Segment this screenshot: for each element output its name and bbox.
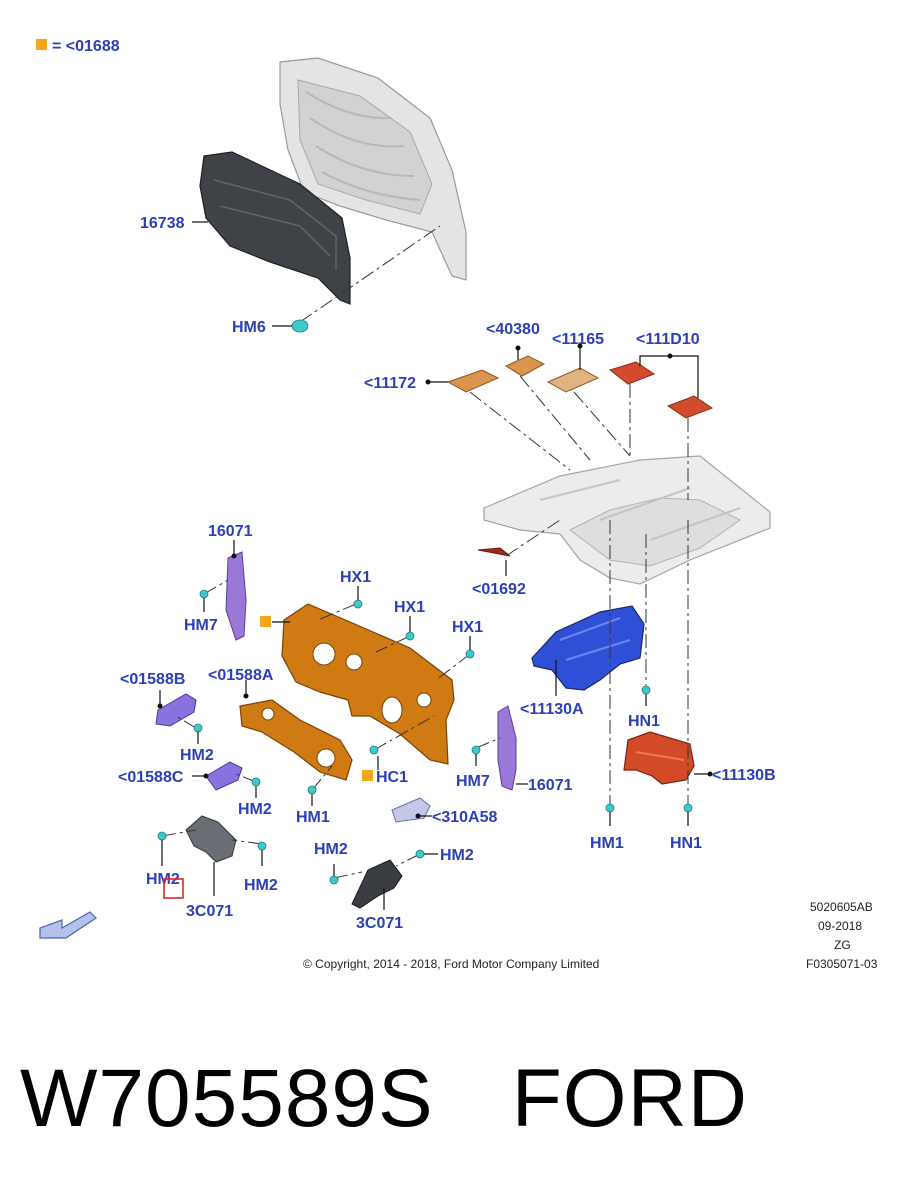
hood-panel [279, 57, 467, 281]
bracket-3c071-left [185, 815, 237, 863]
drawing-ref: F0305071-03 [806, 957, 878, 971]
brace-16071-left [225, 551, 247, 641]
callout-hm2-f: HM2 [440, 847, 474, 864]
bracket-01588b [155, 693, 197, 727]
drawing-code: 5020605AB [810, 900, 873, 914]
callout-11172: <11172 [364, 375, 416, 392]
callout-111d10: <111D10 [636, 331, 700, 348]
callout-hn1-upper: HN1 [628, 713, 660, 730]
callout-01692: <01692 [472, 581, 526, 598]
hood-insulator-16738 [199, 151, 351, 305]
dash-panel [281, 603, 455, 765]
legend-label: = <01688 [52, 38, 120, 55]
callout-hx1-b: HX1 [394, 599, 425, 616]
callout-16071-right: 16071 [528, 777, 573, 794]
callout-hc1: HC1 [376, 769, 408, 786]
legend-marker [36, 39, 47, 50]
dash-panel-marker [260, 616, 271, 627]
parts-diagram: = <01688 16738 HM6 <11172 <40380 <11165 [36, 38, 878, 971]
bracket-01588c [205, 761, 243, 791]
brand-name: FORD [511, 1053, 749, 1144]
floor-pan [483, 455, 771, 585]
pad-111d10 [608, 361, 714, 419]
callout-16071-left: 16071 [208, 523, 253, 540]
bracket-3c071-right [351, 859, 403, 909]
callout-hm2-a: HM2 [180, 747, 214, 764]
bracket-01588a [239, 699, 353, 781]
callout-hm7-right: HM7 [456, 773, 490, 790]
wheelhouse-11130a [531, 605, 645, 691]
hm6-clip [291, 319, 309, 333]
callout-hx1-a: HX1 [340, 569, 371, 586]
callout-11165: <11165 [552, 331, 604, 348]
callout-hm6: HM6 [232, 319, 266, 336]
callout-hm1-left: HM1 [296, 809, 330, 826]
part-number: W705589S [20, 1053, 434, 1144]
callout-3c071-left: 3C071 [186, 903, 233, 920]
pad-40380 [504, 355, 546, 377]
part-310a58 [391, 797, 431, 823]
hc1-marker [362, 770, 373, 781]
callout-3c071-right: 3C071 [356, 915, 403, 932]
callout-hn1-lower: HN1 [670, 835, 702, 852]
part-01692 [477, 547, 511, 557]
front-direction-arrow-icon [39, 911, 97, 939]
callout-11130b: <11130B [712, 767, 776, 784]
drawing-date: 09-2018 [818, 919, 862, 933]
drawing-author: ZG [834, 938, 851, 952]
brace-16071-right [497, 705, 517, 791]
callout-hx1-c: HX1 [452, 619, 483, 636]
highlight-box [163, 878, 184, 899]
part-caption: W705589S FORD [20, 1052, 900, 1192]
callout-hm2-c: HM2 [146, 871, 180, 888]
pad-11172 [446, 369, 500, 393]
callout-hm1-right: HM1 [590, 835, 624, 852]
callout-hm7-left: HM7 [184, 617, 218, 634]
callout-hm2-b: HM2 [238, 801, 272, 818]
callout-01588c: <01588C [118, 769, 184, 786]
callout-16738: 16738 [140, 215, 185, 232]
copyright-notice: © Copyright, 2014 - 2018, Ford Motor Com… [303, 957, 599, 971]
callout-hm2-d: HM2 [244, 877, 278, 894]
callout-01588a: <01588A [208, 667, 274, 684]
callout-40380: <40380 [486, 321, 540, 338]
callout-01588b: <01588B [120, 671, 185, 688]
wheelhouse-11130b [623, 731, 695, 785]
callout-11130a: <11130A [520, 701, 584, 718]
pad-11165 [546, 367, 600, 393]
callout-hm2-e: HM2 [314, 841, 348, 858]
callout-310a58: <310A58 [432, 809, 497, 826]
